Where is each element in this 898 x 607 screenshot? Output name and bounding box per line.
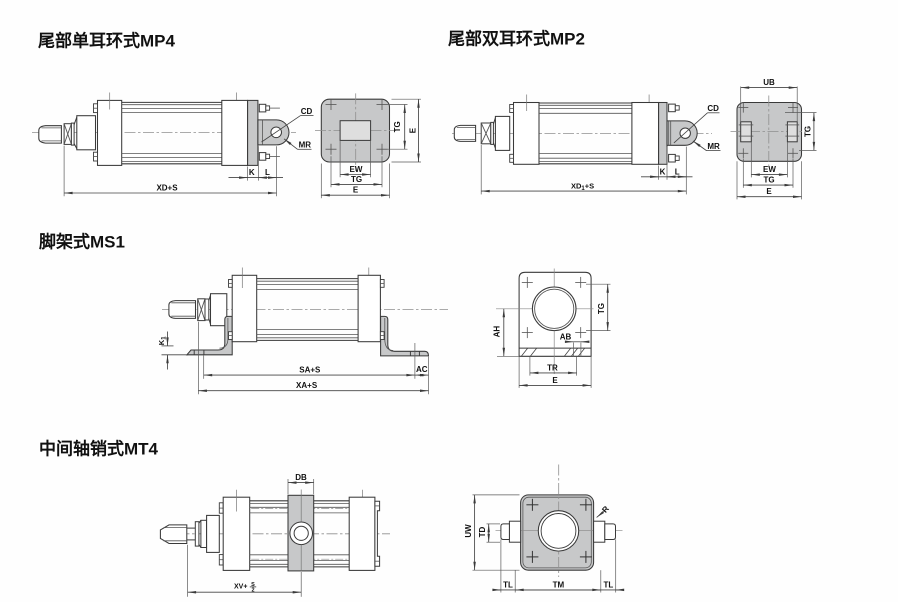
svg-text:CD: CD (301, 107, 313, 116)
svg-text:AB: AB (560, 332, 572, 341)
svg-text:TG: TG (351, 175, 362, 184)
svg-text:TG: TG (393, 121, 402, 132)
svg-text:XD1+S: XD1+S (571, 181, 594, 192)
svg-text:SA+S: SA+S (299, 365, 321, 374)
svg-text:EW: EW (763, 165, 776, 174)
svg-text:2: 2 (251, 588, 254, 594)
svg-text:K1: K1 (157, 336, 168, 345)
svg-text:UW: UW (464, 524, 473, 538)
svg-text:K: K (249, 168, 255, 177)
svg-text:E: E (353, 186, 359, 195)
svg-text:尾部单耳环式MP4: 尾部单耳环式MP4 (38, 31, 175, 51)
svg-text:L: L (265, 168, 270, 177)
svg-text:XD+S: XD+S (156, 183, 178, 192)
svg-text:TM: TM (553, 580, 565, 589)
svg-text:尾部双耳环式MP2: 尾部双耳环式MP2 (448, 29, 585, 49)
svg-text:K: K (660, 167, 666, 176)
svg-text:E: E (552, 376, 558, 385)
svg-text:R: R (600, 504, 611, 514)
svg-text:AC: AC (416, 365, 428, 374)
svg-text:E: E (408, 127, 417, 133)
svg-text:AH: AH (493, 326, 502, 338)
svg-text:TG: TG (803, 126, 812, 137)
svg-text:UB: UB (763, 78, 775, 87)
svg-text:S: S (251, 582, 255, 588)
svg-text:TL: TL (503, 580, 513, 589)
svg-text:CD: CD (707, 104, 719, 113)
svg-text:TR: TR (547, 363, 558, 372)
svg-text:TG: TG (597, 303, 606, 314)
svg-text:E: E (766, 187, 772, 196)
svg-text:MR: MR (707, 142, 720, 151)
svg-text:EW: EW (350, 165, 363, 174)
svg-text:DB: DB (295, 473, 307, 482)
svg-text:MR: MR (299, 141, 312, 150)
svg-text:XV+: XV+ (234, 583, 247, 590)
svg-text:中间轴销式MT4: 中间轴销式MT4 (39, 439, 159, 459)
svg-text:TG: TG (763, 176, 774, 185)
svg-text:脚架式MS1: 脚架式MS1 (39, 232, 125, 252)
svg-text:L: L (675, 167, 680, 176)
svg-text:TL: TL (604, 580, 614, 589)
svg-text:TD: TD (478, 526, 487, 537)
svg-text:XA+S: XA+S (296, 381, 318, 390)
